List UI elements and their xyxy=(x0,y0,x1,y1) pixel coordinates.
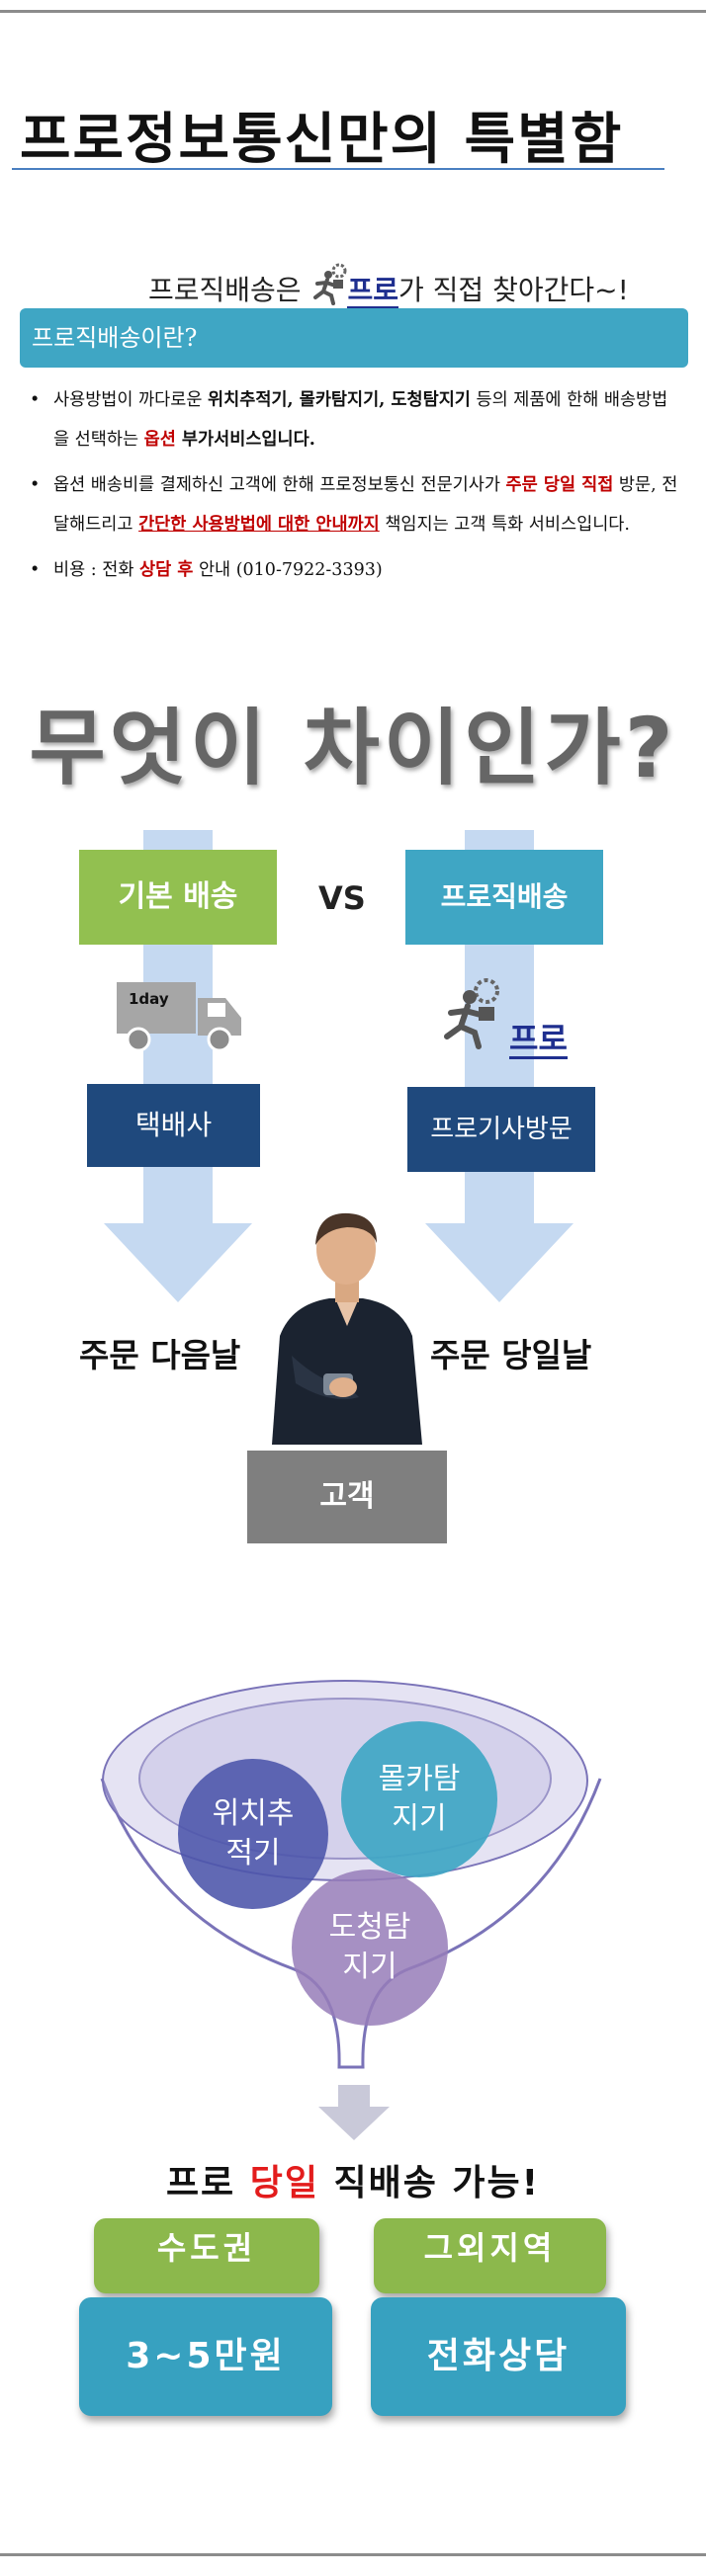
left-arrow-head xyxy=(104,1223,252,1302)
bottom-divider xyxy=(0,2553,706,2556)
basic-delivery-label: 기본 배송 xyxy=(79,850,277,945)
bullet-usage-option: 옵션 xyxy=(143,430,176,450)
statement-prefix: 프로 xyxy=(165,2163,250,2203)
product-hidden-camera-label: 몰카탐지기 xyxy=(378,1762,461,1836)
intro-header: 프로직배송이란? xyxy=(20,308,688,368)
statement-highlight: 당일 xyxy=(249,2163,319,2203)
title-underline xyxy=(12,168,664,170)
top-divider xyxy=(0,10,706,13)
bullet-visit-guide: 간단한 사용방법에 대한 안내까지 xyxy=(138,515,380,535)
difference-heading: 무엇이 차이인가? xyxy=(29,700,677,796)
customer-box: 고객 xyxy=(247,1451,447,1543)
courier-company-box: 택배사 xyxy=(87,1084,260,1167)
tagline-prefix: 프로직배송은 xyxy=(148,274,310,306)
service-description: 사용방법이 까다로운 위치추적기, 몰카탐지기, 도청탐지기 등의 제품에 한해… xyxy=(28,380,680,596)
price-capital-area: 3~5만원 xyxy=(79,2297,332,2416)
pro-brand-text: 프로 xyxy=(509,1020,568,1059)
page-title: 프로정보통신만의 특별함 xyxy=(20,108,624,172)
bullet-usage-text-3: 부가서비스입니다. xyxy=(175,430,315,450)
bullet-visit-same-day: 주문 당일 직접 xyxy=(505,475,614,495)
product-circle-tracker: 위치추적기 xyxy=(178,1759,328,1909)
pro-delivery-label: 프로직배송 xyxy=(405,850,603,945)
product-tracker-label: 위치추적기 xyxy=(212,1796,295,1870)
down-arrow xyxy=(318,2085,390,2140)
bullet-visit-text-3: 책임지는 고객 특화 서비스입니다. xyxy=(379,515,630,535)
runner-icon xyxy=(309,262,357,305)
bullet-usage-text-1: 사용방법이 까다로운 xyxy=(53,390,209,410)
bullet-usage: 사용방법이 까다로운 위치추적기, 몰카탐지기, 도청탐지기 등의 제품에 한해… xyxy=(28,380,680,459)
same-day-label: 주문 당일날 xyxy=(430,1336,592,1374)
bullet-cost-text-2: 안내 (010-7922-3393) xyxy=(193,560,383,580)
funnel-shape xyxy=(94,1680,608,2075)
vs-label: VS xyxy=(318,879,366,917)
bullet-usage-text-2: 등의 제품에 한해 배송방법을 선택하는 xyxy=(53,390,668,450)
truck-badge: 1day xyxy=(129,990,169,1008)
pro-visit-box: 프로기사방문 xyxy=(407,1087,595,1172)
product-bug-detector-label: 도청탐지기 xyxy=(328,1910,411,1984)
next-day-label: 주문 다음날 xyxy=(79,1336,241,1374)
right-arrow-head xyxy=(425,1223,574,1302)
truck-icon xyxy=(117,978,245,1057)
tagline-suffix: 가 직접 찾아간다~! xyxy=(398,274,629,306)
bullet-cost: 비용 : 전화 상담 후 안내 (010-7922-3393) xyxy=(28,550,680,590)
price-other-areas: 전화상담 xyxy=(371,2297,626,2416)
product-circle-hidden-camera: 몰카탐지기 xyxy=(341,1721,497,1877)
region-capital-area: 수도권 xyxy=(94,2218,319,2293)
tagline: 프로직배송은 프로가 직접 찾아간다~! xyxy=(148,262,629,309)
tagline-brand: 프로 xyxy=(347,274,398,309)
product-circle-bug-detector: 도청탐지기 xyxy=(292,1870,448,2026)
customer-illustration xyxy=(252,1207,440,1445)
bullet-cost-consult: 상담 후 xyxy=(138,560,194,580)
bullet-visit: 옵션 배송비를 결제하신 고객에 한해 프로정보통신 전문기사가 주문 당일 직… xyxy=(28,465,680,544)
bullet-visit-text-1: 옵션 배송비를 결제하신 고객에 한해 프로정보통신 전문기사가 xyxy=(53,475,506,495)
bullet-usage-products: 위치추적기, 몰카탐지기, 도청탐지기 xyxy=(208,390,471,410)
region-other-areas: 그외지역 xyxy=(374,2218,606,2293)
same-day-delivery-statement: 프로 당일 직배송 가능! xyxy=(0,2154,706,2205)
statement-suffix: 직배송 가능! xyxy=(318,2163,541,2203)
bullet-cost-text-1: 비용 : 전화 xyxy=(53,560,139,580)
delivery-runner-icon xyxy=(437,973,516,1052)
bullet-visit-text-2: 방문, 전달해드리고 xyxy=(53,475,678,535)
